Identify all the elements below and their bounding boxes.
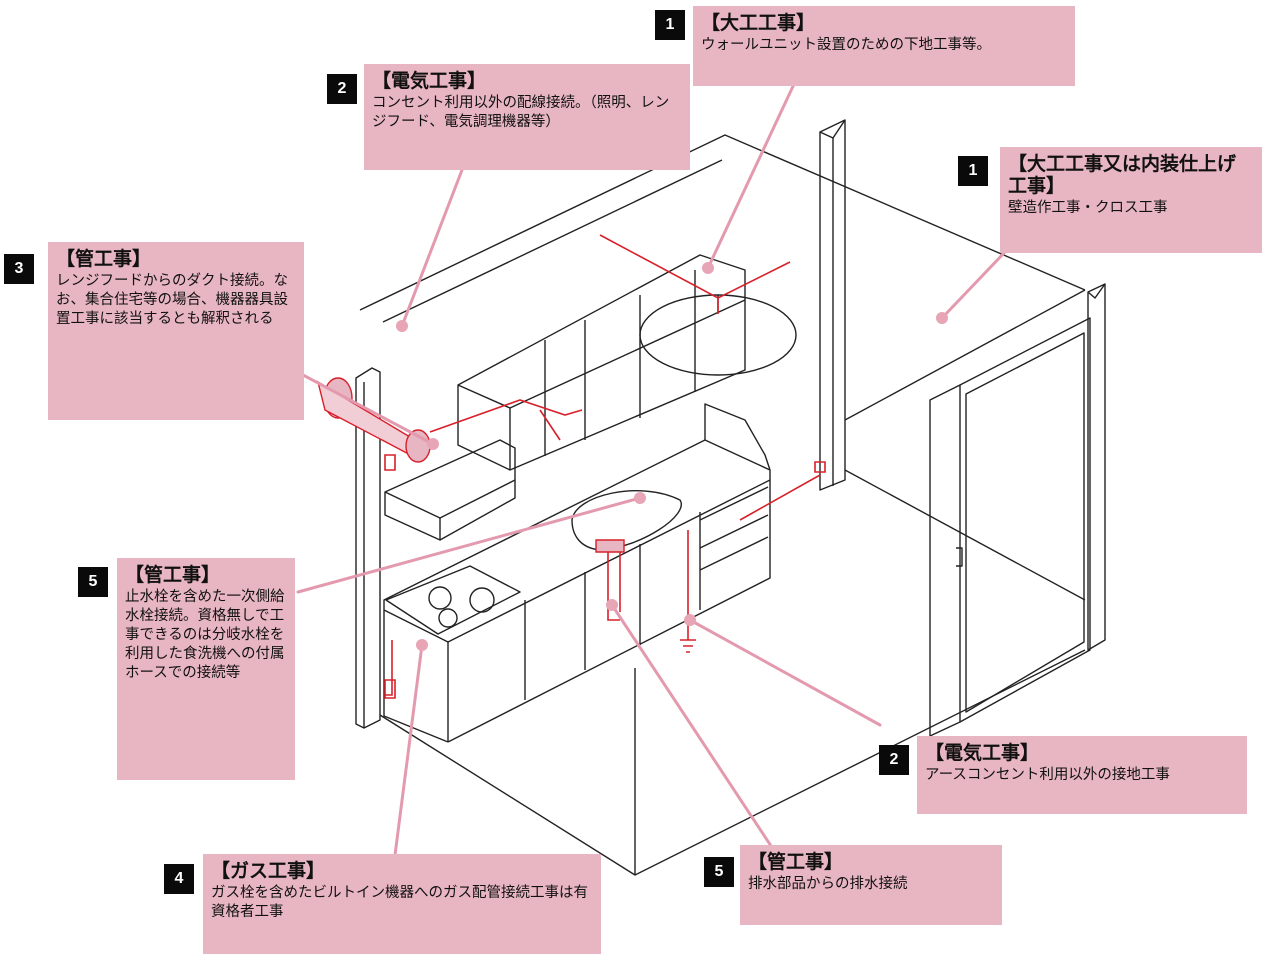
leader-lines	[296, 80, 1007, 857]
callout-pipe-duct: 【管工事】 レンジフードからのダクト接続。なお、集合住宅等の場合、機器器具設置工…	[48, 242, 304, 420]
callout-title: 【電気工事】	[372, 70, 487, 92]
right-pillar	[1087, 283, 1106, 651]
callout-electrical-wiring: 【電気工事】 コンセント利用以外の配線接続。（照明、レンジフード、電気調理機器等…	[364, 64, 690, 170]
leader-electrical-ground	[688, 618, 882, 727]
range-hood	[384, 439, 516, 541]
callout-title: 【電気工事】	[925, 742, 1040, 764]
door-handle	[956, 547, 963, 567]
corner-pillar	[819, 119, 846, 491]
callout-title: 【大工工事】	[701, 12, 816, 34]
callout-desc: ガス栓を含めたビルトイン機器へのガス配管接続工事は有資格者工事	[211, 885, 588, 920]
callout-title: 【管工事】	[125, 564, 221, 586]
callout-title: 【ガス工事】	[211, 860, 326, 882]
leader-pipe-duct	[301, 373, 435, 446]
callout-title: 【管工事】	[748, 851, 844, 873]
leader-carpentry-wall-unit	[706, 80, 797, 270]
right-wall-line	[844, 289, 1086, 421]
left-pillar	[355, 367, 381, 729]
callout-desc: 排水部品からの排水接続	[748, 876, 908, 892]
callout-desc: 止水栓を含めた一次側給水栓接続。資格無しで工事できるのは分岐水栓を利用した食洗機…	[125, 589, 285, 681]
door-frame	[929, 384, 961, 737]
callout-electrical-ground: 【電気工事】 アースコンセント利用以外の接地工事	[917, 736, 1247, 814]
callout-desc: 壁造作工事・クロス工事	[1008, 200, 1168, 216]
duct	[429, 399, 583, 433]
wall-outlet-wire	[739, 474, 821, 521]
badge-pipe-water-supply: 5	[78, 567, 108, 597]
badge-carpentry-wall-unit: 1	[655, 10, 685, 40]
callout-gas-work: 【ガス工事】 ガス栓を含めたビルトイン機器へのガス配管接続工事は有資格者工事	[203, 854, 601, 954]
leader-pipe-water-supply	[296, 496, 642, 594]
leader-gas-work	[393, 643, 424, 857]
callout-desc: コンセント利用以外の配線接続。（照明、レンジフード、電気調理機器等）	[372, 95, 670, 130]
callout-desc: レンジフードからのダクト接続。なお、集合住宅等の場合、機器器具設置工事に該当する…	[56, 273, 288, 327]
callout-pipe-water-supply: 【管工事】 止水栓を含めた一次側給水栓接続。資格無しで工事できるのは分岐水栓を利…	[117, 558, 295, 780]
badge-electrical-wiring: 2	[327, 74, 357, 104]
callout-title: 【大工工事又は内装仕上げ工事】	[1008, 153, 1237, 197]
gas-stove	[385, 565, 521, 635]
badge-pipe-drain: 5	[704, 857, 734, 887]
callout-desc: アースコンセント利用以外の接地工事	[925, 767, 1170, 783]
sink	[571, 490, 682, 551]
leader-pipe-drain	[610, 603, 777, 854]
callout-pipe-drain: 【管工事】 排水部品からの排水接続	[740, 845, 1002, 925]
gas-pipe	[385, 640, 393, 696]
wall-cabinet	[457, 254, 746, 471]
leader-dots	[396, 262, 948, 651]
badge-gas-work: 4	[164, 864, 194, 894]
leader-carpentry-interior	[940, 250, 1007, 320]
callout-title: 【管工事】	[56, 248, 152, 270]
badge-pipe-duct: 3	[4, 254, 34, 284]
water-pipe	[607, 545, 620, 621]
badge-electrical-ground: 2	[879, 745, 909, 775]
room-lines	[355, 119, 1106, 876]
callout-desc: ウォールユニット設置のための下地工事等。	[701, 37, 991, 53]
back-wall-top	[359, 134, 1086, 311]
callout-carpentry-wall-unit: 【大工工事】 ウォールユニット設置のための下地工事等。	[693, 6, 1075, 86]
utility-pipes	[384, 234, 826, 699]
leader-electrical-wiring	[400, 168, 464, 328]
base-cabinet	[447, 480, 771, 743]
callout-carpentry-interior: 【大工工事又は内装仕上げ工事】 壁造作工事・クロス工事	[1000, 147, 1262, 253]
badge-carpentry-interior: 1	[958, 156, 988, 186]
